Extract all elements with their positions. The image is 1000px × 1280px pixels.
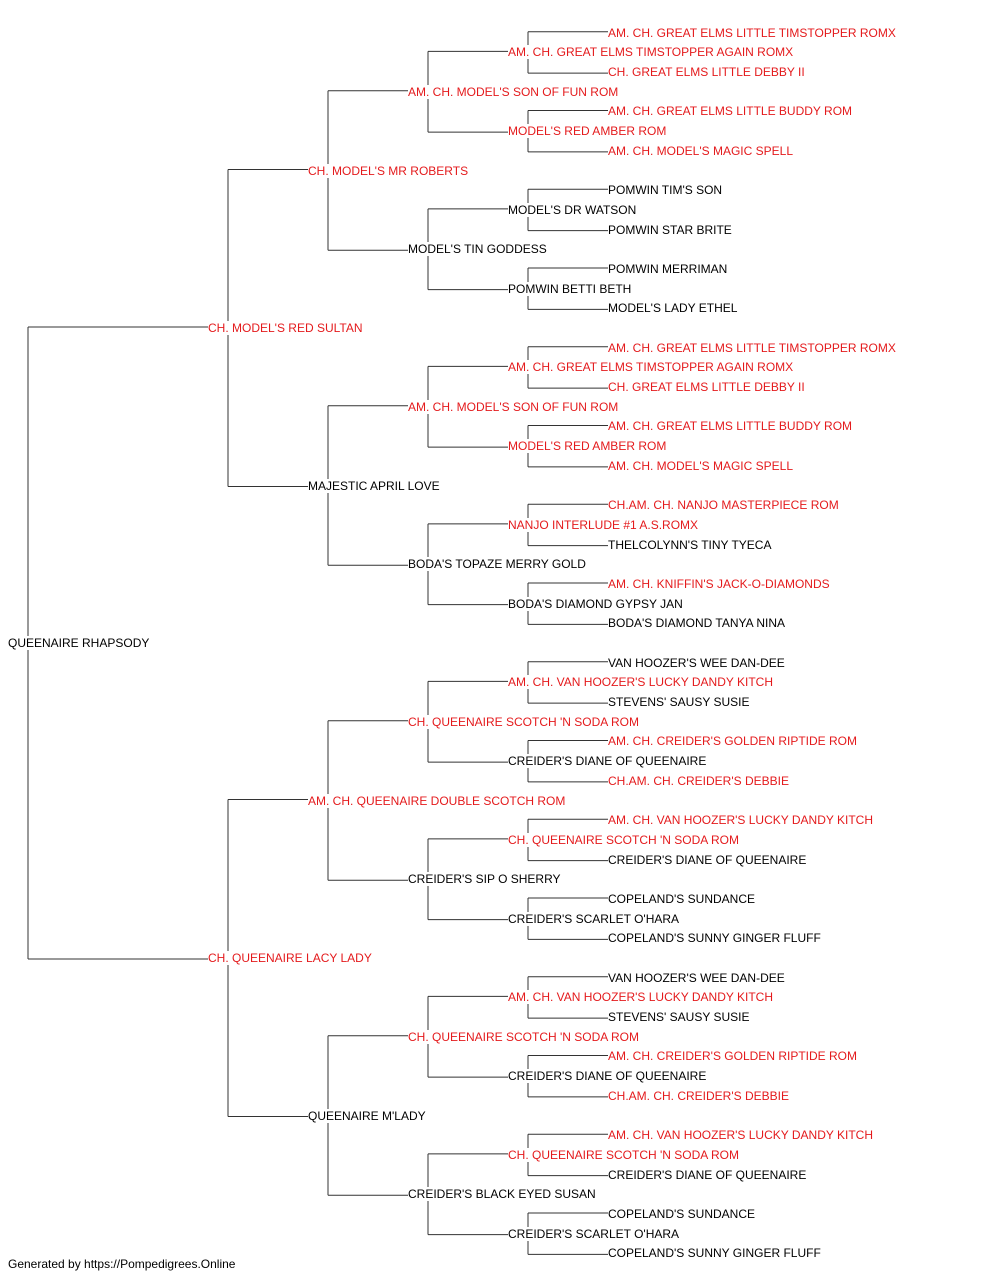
- footer-credit: Generated by https://Pompedigrees.Online: [8, 1257, 236, 1271]
- ancestor-name-gen4: BODA'S DIAMOND GYPSY JAN: [508, 596, 683, 611]
- ancestor-name-gen5: STEVENS' SAUSY SUSIE: [608, 695, 750, 710]
- ancestor-name-gen5: AM. CH. GREAT ELMS LITTLE TIMSTOPPER ROM…: [608, 25, 896, 40]
- ancestor-name-gen5: AM. CH. GREAT ELMS LITTLE TIMSTOPPER ROM…: [608, 340, 896, 355]
- ancestor-name-gen2: CH. MODEL'S MR ROBERTS: [308, 163, 469, 178]
- ancestor-name-gen5: AM. CH. MODEL'S MAGIC SPELL: [608, 143, 793, 158]
- ancestor-name-gen1: CH. MODEL'S RED SULTAN: [208, 321, 363, 335]
- ancestor-name-gen3: CREIDER'S SIP O SHERRY: [408, 872, 561, 887]
- ancestor-name-gen4: NANJO INTERLUDE #1 A.S.ROMX: [508, 517, 699, 532]
- ancestor-name-gen4: CREIDER'S SCARLET O'HARA: [508, 911, 680, 926]
- ancestor-name-gen3: CH. QUEENAIRE SCOTCH 'N SODA ROM: [408, 714, 639, 729]
- ancestor-name-gen4: CREIDER'S DIANE OF QUEENAIRE: [508, 1069, 707, 1084]
- ancestor-name-gen4: AM. CH. GREAT ELMS TIMSTOPPER AGAIN ROMX: [508, 360, 794, 375]
- ancestor-name-gen5: BODA'S DIAMOND TANYA NINA: [608, 616, 785, 631]
- ancestor-name-gen5: AM. CH. VAN HOOZER'S LUCKY DANDY KITCH: [608, 813, 874, 828]
- ancestor-name-gen3: MODEL'S TIN GODDESS: [408, 242, 547, 257]
- ancestor-name-gen5: CH. GREAT ELMS LITTLE DEBBY II: [608, 65, 805, 80]
- ancestor-name-gen4: MODEL'S RED AMBER ROM: [508, 124, 667, 139]
- ancestor-name-gen5: CH.AM. CH. CREIDER'S DEBBIE: [608, 773, 789, 788]
- ancestor-name-gen4: CH. QUEENAIRE SCOTCH 'N SODA ROM: [508, 832, 739, 847]
- ancestor-name-gen5: AM. CH. CREIDER'S GOLDEN RIPTIDE ROM: [608, 734, 857, 749]
- ancestor-name-gen2: AM. CH. QUEENAIRE DOUBLE SCOTCH ROM: [308, 793, 566, 808]
- ancestor-name-gen5: STEVENS' SAUSY SUSIE: [608, 1010, 750, 1025]
- ancestor-name-gen5: POMWIN STAR BRITE: [608, 222, 732, 237]
- ancestor-name-gen5: COPELAND'S SUNNY GINGER FLUFF: [608, 931, 821, 946]
- ancestor-name-gen5: AM. CH. CREIDER'S GOLDEN RIPTIDE ROM: [608, 1049, 857, 1064]
- ancestor-name-gen5: AM. CH. KNIFFIN'S JACK-O-DIAMONDS: [608, 576, 830, 591]
- ancestor-name-gen5: COPELAND'S SUNDANCE: [608, 1206, 755, 1221]
- ancestor-name-gen5: VAN HOOZER'S WEE DAN-DEE: [608, 970, 785, 985]
- ancestor-name-gen5: CH.AM. CH. CREIDER'S DEBBIE: [608, 1088, 789, 1103]
- ancestor-name-gen5: AM. CH. GREAT ELMS LITTLE BUDDY ROM: [608, 104, 853, 119]
- ancestor-name-gen4: POMWIN BETTI BETH: [508, 281, 632, 296]
- ancestor-name-gen3: BODA'S TOPAZE MERRY GOLD: [408, 557, 586, 572]
- ancestor-name-gen4: CREIDER'S SCARLET O'HARA: [508, 1226, 680, 1241]
- ancestor-name-gen5: POMWIN MERRIMAN: [608, 261, 728, 276]
- ancestor-name-gen4: MODEL'S RED AMBER ROM: [508, 439, 667, 454]
- ancestor-name-gen4: AM. CH. VAN HOOZER'S LUCKY DANDY KITCH: [508, 675, 774, 690]
- ancestor-name-gen5: THELCOLYNN'S TINY TYECA: [608, 537, 772, 552]
- ancestor-name-gen5: AM. CH. GREAT ELMS LITTLE BUDDY ROM: [608, 419, 853, 434]
- ancestor-name-gen2: QUEENAIRE M'LADY: [308, 1108, 426, 1123]
- ancestor-name-gen2: MAJESTIC APRIL LOVE: [308, 478, 440, 493]
- ancestor-name-gen5: VAN HOOZER'S WEE DAN-DEE: [608, 655, 785, 670]
- ancestor-name-gen3: AM. CH. MODEL'S SON OF FUN ROM: [408, 399, 619, 414]
- ancestor-name-gen5: AM. CH. VAN HOOZER'S LUCKY DANDY KITCH: [608, 1128, 874, 1143]
- subject-dog-name: QUEENAIRE RHAPSODY: [8, 636, 150, 650]
- ancestor-name-gen3: CH. QUEENAIRE SCOTCH 'N SODA ROM: [408, 1029, 639, 1044]
- ancestor-name-gen3: CREIDER'S BLACK EYED SUSAN: [408, 1187, 596, 1202]
- ancestor-name-gen5: CH.AM. CH. NANJO MASTERPIECE ROM: [608, 498, 839, 513]
- ancestor-name-gen3: AM. CH. MODEL'S SON OF FUN ROM: [408, 84, 619, 99]
- ancestor-name-gen5: CH. GREAT ELMS LITTLE DEBBY II: [608, 380, 805, 395]
- ancestor-name-gen5: POMWIN TIM'S SON: [608, 183, 723, 198]
- ancestor-name-gen4: MODEL'S DR WATSON: [508, 202, 637, 217]
- ancestor-name-gen5: MODEL'S LADY ETHEL: [608, 301, 738, 316]
- ancestor-name-gen4: CREIDER'S DIANE OF QUEENAIRE: [508, 754, 707, 769]
- ancestor-name-gen5: CREIDER'S DIANE OF QUEENAIRE: [608, 852, 807, 867]
- ancestor-name-gen5: COPELAND'S SUNNY GINGER FLUFF: [608, 1246, 821, 1261]
- ancestor-name-gen5: COPELAND'S SUNDANCE: [608, 891, 755, 906]
- ancestor-name-gen5: CREIDER'S DIANE OF QUEENAIRE: [608, 1167, 807, 1182]
- ancestor-name-gen4: CH. QUEENAIRE SCOTCH 'N SODA ROM: [508, 1147, 739, 1162]
- ancestor-name-gen4: AM. CH. VAN HOOZER'S LUCKY DANDY KITCH: [508, 990, 774, 1005]
- ancestor-name-gen4: AM. CH. GREAT ELMS TIMSTOPPER AGAIN ROMX: [508, 45, 794, 60]
- ancestor-name-gen5: AM. CH. MODEL'S MAGIC SPELL: [608, 458, 793, 473]
- ancestor-name-gen1: CH. QUEENAIRE LACY LADY: [208, 951, 372, 965]
